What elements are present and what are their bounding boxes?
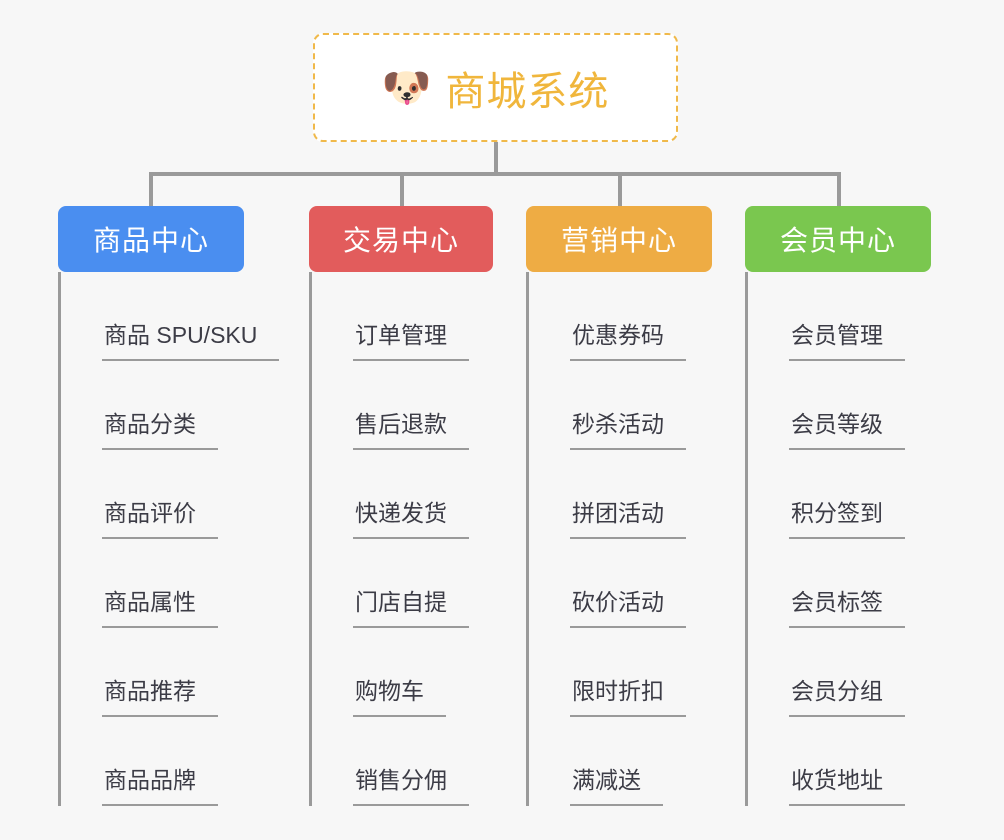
leaf-item[interactable]: 订单管理 [309, 272, 469, 361]
leaf-item[interactable]: 商品推荐 [58, 628, 279, 717]
leaf-label: 商品推荐 [102, 680, 218, 717]
branch-spine [526, 272, 529, 806]
drop-connector-2 [400, 172, 404, 208]
leaf-item[interactable]: 门店自提 [309, 539, 469, 628]
leaf-label: 售后退款 [353, 413, 469, 450]
leaf-item[interactable]: 会员标签 [745, 539, 905, 628]
leaf-item[interactable]: 限时折扣 [526, 628, 686, 717]
leaf-item[interactable]: 会员等级 [745, 361, 905, 450]
category-label: 会员中心 [779, 225, 896, 256]
leaf-item[interactable]: 拼团活动 [526, 450, 686, 539]
leaf-label: 快递发货 [353, 502, 469, 539]
leaf-label: 满减送 [570, 769, 663, 806]
leaf-item[interactable]: 快递发货 [309, 450, 469, 539]
leaf-item[interactable]: 商品分类 [58, 361, 279, 450]
leaf-label: 商品分类 [102, 413, 218, 450]
leaf-list: 优惠券码 秒杀活动 拼团活动 砍价活动 限时折扣 满减送 [526, 272, 686, 806]
leaf-list: 商品 SPU/SKU 商品分类 商品评价 商品属性 商品推荐 商品品牌 [58, 272, 280, 806]
leaf-item[interactable]: 商品 SPU/SKU [58, 272, 280, 361]
leaf-label: 拼团活动 [570, 502, 686, 539]
root-node[interactable]: 🐶 商城系统 [313, 33, 678, 142]
leaf-item[interactable]: 商品属性 [58, 539, 279, 628]
branch-spine [309, 272, 312, 806]
leaf-item[interactable]: 积分签到 [745, 450, 905, 539]
leaf-list: 会员管理 会员等级 积分签到 会员标签 会员分组 收货地址 [745, 272, 905, 806]
leaf-item[interactable]: 满减送 [526, 717, 686, 806]
leaf-label: 秒杀活动 [570, 413, 686, 450]
drop-connector-4 [837, 172, 841, 208]
leaf-label: 会员管理 [789, 324, 905, 361]
drop-connector-1 [149, 172, 153, 208]
leaf-item[interactable]: 商品品牌 [58, 717, 279, 806]
leaf-label: 限时折扣 [570, 680, 686, 717]
leaf-item[interactable]: 收货地址 [745, 717, 905, 806]
category-box-trade-center[interactable]: 交易中心 [309, 206, 493, 272]
branch-spine [58, 272, 61, 806]
root-title: 商城系统 [445, 69, 610, 114]
leaf-item[interactable]: 砍价活动 [526, 539, 686, 628]
leaf-label: 收货地址 [789, 769, 905, 806]
leaf-item[interactable]: 会员分组 [745, 628, 905, 717]
leaf-item[interactable]: 购物车 [309, 628, 469, 717]
leaf-label: 商品属性 [102, 591, 218, 628]
leaf-label: 门店自提 [353, 591, 469, 628]
leaf-item[interactable]: 会员管理 [745, 272, 905, 361]
leaf-item[interactable]: 优惠券码 [526, 272, 686, 361]
dog-face-icon: 🐶 [381, 65, 432, 110]
leaf-label: 会员标签 [789, 591, 905, 628]
category-box-product-center[interactable]: 商品中心 [58, 206, 244, 272]
branch-spine [745, 272, 748, 806]
leaf-label: 商品 SPU/SKU [102, 324, 280, 361]
leaf-item[interactable]: 销售分佣 [309, 717, 469, 806]
category-label: 商品中心 [92, 225, 209, 256]
leaf-label: 销售分佣 [353, 769, 469, 806]
leaf-label: 商品评价 [102, 502, 218, 539]
horizontal-bus-connector [149, 172, 841, 176]
leaf-list: 订单管理 售后退款 快递发货 门店自提 购物车 销售分佣 [309, 272, 469, 806]
leaf-label: 积分签到 [789, 502, 905, 539]
leaf-item[interactable]: 商品评价 [58, 450, 279, 539]
leaf-label: 购物车 [353, 680, 446, 717]
root-stem-connector [494, 142, 498, 174]
leaf-label: 会员分组 [789, 680, 905, 717]
category-label: 交易中心 [342, 225, 459, 256]
leaf-label: 砍价活动 [570, 591, 686, 628]
category-box-member-center[interactable]: 会员中心 [745, 206, 931, 272]
category-label: 营销中心 [560, 225, 677, 256]
category-box-marketing-center[interactable]: 营销中心 [526, 206, 712, 272]
drop-connector-3 [618, 172, 622, 208]
leaf-item[interactable]: 秒杀活动 [526, 361, 686, 450]
leaf-label: 商品品牌 [102, 769, 218, 806]
leaf-item[interactable]: 售后退款 [309, 361, 469, 450]
leaf-label: 会员等级 [789, 413, 905, 450]
leaf-label: 优惠券码 [570, 324, 686, 361]
leaf-label: 订单管理 [353, 324, 469, 361]
